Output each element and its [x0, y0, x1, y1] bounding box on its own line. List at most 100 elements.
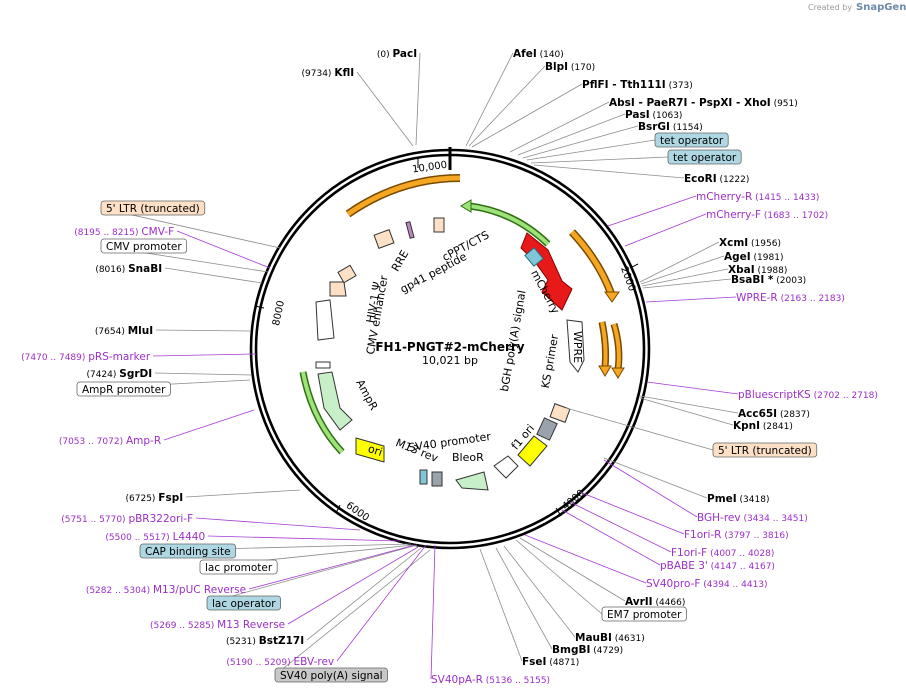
leader-line	[641, 268, 729, 287]
feature-box-label: EM7 promoter	[607, 609, 682, 621]
feature-box-tag	[667, 149, 742, 165]
leader-line	[495, 547, 553, 650]
annotation-site-30: MauBI (4631)	[575, 632, 645, 644]
feature-box-label: CAP binding site	[145, 546, 231, 558]
site-label: AfeI (140)	[513, 48, 564, 60]
site-label: (7654) MluI	[95, 325, 153, 337]
feature-peach-box	[549, 403, 571, 423]
annotation-box-29: EM7 promoter	[601, 606, 687, 622]
annotation-box-41: CAP binding site	[139, 543, 237, 559]
leader-line	[287, 546, 419, 625]
leader-line	[176, 230, 271, 269]
annotation-site-13: XcmI (1956)	[719, 237, 781, 249]
feature-arc-right-2-head	[598, 365, 612, 377]
feature-box-label: tet operator	[673, 152, 737, 164]
feature-cppt-box	[433, 217, 445, 233]
annotation-primer-24: F1ori-R (3797 .. 3816)	[684, 529, 789, 541]
feature-box-label: tet operator	[660, 135, 724, 147]
feature-box-label: 5' LTR (truncated)	[106, 203, 200, 215]
annotation-primer-18: pBluescriptKS (2702 .. 2718)	[738, 389, 878, 401]
leader-line	[639, 397, 734, 426]
site-label: PasI (1063)	[625, 109, 682, 121]
annotation-box-34: SV40 poly(A) signal	[274, 667, 388, 683]
feature-yellow-arrow-right	[517, 435, 548, 467]
site-label: KpnI (2841)	[733, 420, 793, 432]
leader-line	[207, 535, 401, 542]
annotation-site-16: BsaBI * (2003)	[731, 274, 806, 286]
feature-box-tag	[654, 132, 729, 148]
annotation-primer-39: (5282 .. 5304) M13/pUC Reverse	[86, 584, 246, 596]
annotation-primer-33: SV40pA-R (5136 .. 5155)	[431, 674, 550, 686]
leader-line	[642, 278, 732, 289]
site-label: PflFI - Tth111I (373)	[582, 79, 693, 91]
annotation-site-28: AvrII (4466)	[625, 596, 685, 608]
annotation-primer-43: (5751 .. 5770) pBR322ori-F	[61, 513, 193, 525]
feature-box-tag	[601, 606, 687, 622]
leader-line	[526, 139, 656, 161]
annotation-labels: (0) PacI (9734) KflI AfeI (140)BlpI (170) P…	[21, 48, 878, 686]
site-label: (7424) SgrDI	[86, 368, 152, 380]
leader-line	[356, 71, 414, 147]
feature-green-arc-top-head	[460, 199, 472, 213]
annotation-box-40: lac promoter	[199, 559, 278, 575]
feature-sv40-grey	[431, 471, 443, 487]
plasmid-length: 10,021 bp	[422, 354, 478, 367]
site-label: AbsI - PaeR7I - PspXI - XhoI (951)	[609, 97, 798, 109]
leader-line	[479, 548, 523, 662]
annotation-site-10: EcoRI (1222)	[684, 173, 749, 185]
leader-line	[603, 459, 698, 518]
annotation-site-32: FseI (4871)	[522, 656, 579, 668]
leader-line	[515, 539, 603, 615]
annotation-site-2: AfeI (140)	[513, 48, 564, 60]
primer-label: (7053 .. 7072) Amp-R	[59, 435, 161, 447]
feature-wpre-arrow	[566, 319, 585, 373]
primer-label: (5190 .. 5209) EBV-rev	[226, 656, 334, 668]
leader-lines	[76, 52, 739, 680]
leader-line	[561, 509, 661, 566]
leader-line	[274, 549, 431, 676]
feature-box-label: 5' LTR (truncated)	[718, 445, 812, 457]
feature-box-label: lac promoter	[205, 562, 273, 574]
feature-gp41-box	[405, 221, 415, 239]
primer-label: pBABE 3' (4147 .. 4167)	[660, 560, 775, 572]
site-label: BsaBI * (2003)	[731, 274, 806, 286]
annotation-site-36: (5231) BstZ17I	[226, 635, 304, 647]
leader-line	[530, 156, 669, 164]
site-label: PmeI (3418)	[707, 493, 769, 505]
feature-box-label: AmpR promoter	[82, 384, 166, 396]
site-label: (0) PacI	[377, 48, 417, 60]
leader-line	[579, 491, 685, 535]
annotation-box-9: tet operator	[667, 149, 742, 165]
leader-line	[603, 457, 708, 499]
feature-arc-right-1-head	[604, 291, 620, 303]
feature-m13-box	[419, 469, 428, 485]
site-label: BlpI (170)	[545, 61, 595, 73]
feature-box-tag	[100, 238, 188, 254]
feature-green-arc-top-fill	[469, 204, 550, 246]
feature-box-tag	[206, 595, 282, 611]
site-label: XbaI (1988)	[728, 264, 787, 276]
primer-label: mCherry-F (1683 .. 1702)	[706, 209, 828, 221]
annotation-site-15: XbaI (1988)	[728, 264, 787, 276]
tick-4000: 4000	[555, 488, 587, 517]
feature-box-label: SV40 poly(A) signal	[280, 670, 383, 682]
leader-line	[639, 395, 739, 414]
annotation-site-20: KpnI (2841)	[733, 420, 793, 432]
site-label: BsrGI (1154)	[638, 121, 703, 133]
annotation-box-21: 5' LTR (truncated)	[712, 442, 818, 458]
annotation-box-51: CMV promoter	[100, 238, 188, 254]
site-label: (9734) KflI	[302, 67, 355, 79]
tick-label-2000: 2000	[618, 265, 637, 293]
feature-box-label: lac operator	[212, 598, 276, 610]
annotation-primer-25: F1ori-F (4007 .. 4028)	[671, 547, 774, 559]
feature-white-arrow-right	[493, 455, 519, 479]
feature-arc-top-fill	[346, 175, 461, 217]
annotation-site-1: (9734) KflI	[302, 67, 355, 79]
feature-rre-box	[373, 229, 395, 249]
site-label: AgeI (1981)	[724, 251, 783, 263]
annotation-primer-11: mCherry-R (1415 .. 1433)	[696, 191, 819, 203]
primer-label: mCherry-R (1415 .. 1433)	[696, 191, 819, 203]
annotation-box-38: lac operator	[206, 595, 282, 611]
